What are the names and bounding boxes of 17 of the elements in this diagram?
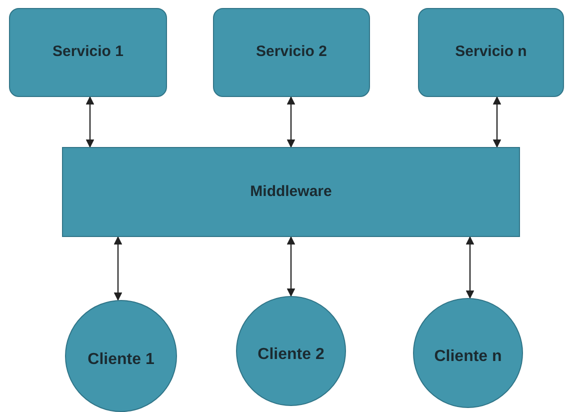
- double-arrow: [492, 96, 502, 148]
- node-label: Servicio 1: [52, 42, 124, 62]
- node-label: Servicio 2: [256, 42, 327, 62]
- node-label: Servicio n: [455, 42, 527, 62]
- node-label: Cliente 1: [88, 350, 154, 370]
- middleware-box: [62, 147, 520, 237]
- service-box: [9, 8, 167, 97]
- node-label: Middleware: [250, 182, 332, 202]
- double-arrow: [114, 236, 122, 301]
- node-label: Cliente 2: [258, 345, 324, 365]
- service-box: [213, 8, 370, 97]
- double-arrow: [286, 96, 296, 148]
- service-box: [418, 8, 564, 97]
- double-arrow: [286, 236, 296, 297]
- node-label: Cliente n: [434, 347, 502, 367]
- double-arrow: [86, 96, 94, 148]
- double-arrow: [466, 236, 474, 299]
